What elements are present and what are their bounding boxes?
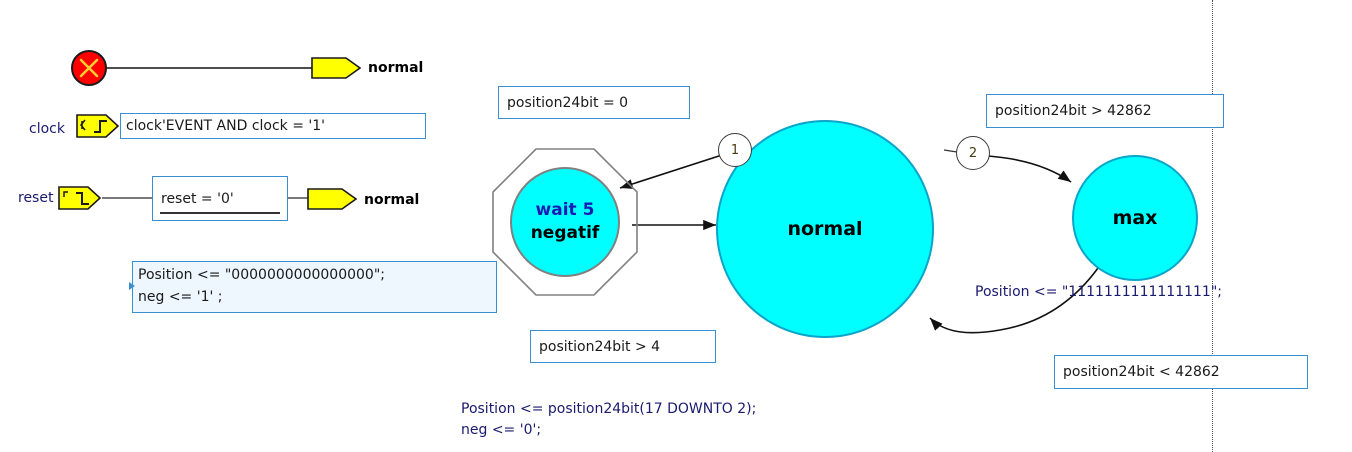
- start-node-icon[interactable]: [69, 48, 109, 88]
- state-max-label: max: [1112, 206, 1158, 229]
- action-normal-line-2: neg <= '0';: [461, 422, 542, 438]
- reset-action-pointer-icon: [129, 282, 135, 290]
- transition-index-1[interactable]: 1: [718, 133, 752, 167]
- page-separator: [1212, 0, 1213, 452]
- reset-target-tag-icon[interactable]: [306, 185, 358, 213]
- reset-signal-label: reset: [18, 190, 54, 206]
- condition-pos-gt-42862-text: position24bit > 42862: [995, 103, 1152, 119]
- condition-box-pos-lt-42862: position24bit < 42862: [1054, 355, 1308, 389]
- clock-signal-label: clock: [29, 121, 65, 137]
- clock-expression-box: clock'EVENT AND clock = '1': [120, 113, 426, 139]
- condition-box-pos-gt-42862: position24bit > 42862: [986, 94, 1224, 128]
- reset-target-label: normal: [364, 192, 420, 208]
- action-max-entry: Position <= "1111111111111111";: [975, 284, 1222, 300]
- reset-condition-text: reset = '0': [161, 190, 234, 207]
- state-wait5negatif-line-2: negatif: [530, 223, 600, 243]
- state-wait5negatif[interactable]: wait 5 negatif: [510, 167, 620, 277]
- reset-action-line-1: Position <= "0000000000000000";: [138, 267, 385, 283]
- reset-action-box: Position <= "0000000000000000"; neg <= '…: [132, 261, 497, 313]
- state-normal[interactable]: normal: [716, 120, 934, 338]
- reset-condition-underline: [160, 212, 280, 214]
- action-normal-line-1: Position <= position24bit(17 DOWNTO 2);: [461, 401, 757, 417]
- start-target-label: normal: [368, 60, 424, 76]
- state-max[interactable]: max: [1072, 155, 1198, 281]
- condition-pos-eq-0-text: position24bit = 0: [507, 94, 629, 111]
- transition-index-2[interactable]: 2: [956, 136, 990, 170]
- condition-pos-gt-4-text: position24bit > 4: [539, 338, 661, 355]
- rising-edge-icon[interactable]: [76, 113, 120, 139]
- state-normal-label: normal: [787, 217, 863, 240]
- condition-pos-lt-42862-text: position24bit < 42862: [1063, 364, 1220, 380]
- state-wait5negatif-octagon: [492, 148, 638, 296]
- condition-box-pos-gt-4: position24bit > 4: [530, 330, 716, 363]
- reset-condition-box: reset = '0': [152, 176, 288, 221]
- reset-action-line-2: neg <= '1' ;: [138, 289, 223, 305]
- falling-edge-icon[interactable]: [58, 185, 102, 211]
- start-target-tag-icon[interactable]: [310, 54, 362, 82]
- condition-box-pos-eq-0: position24bit = 0: [498, 86, 690, 119]
- state-wait5negatif-line-1: wait 5: [535, 200, 595, 220]
